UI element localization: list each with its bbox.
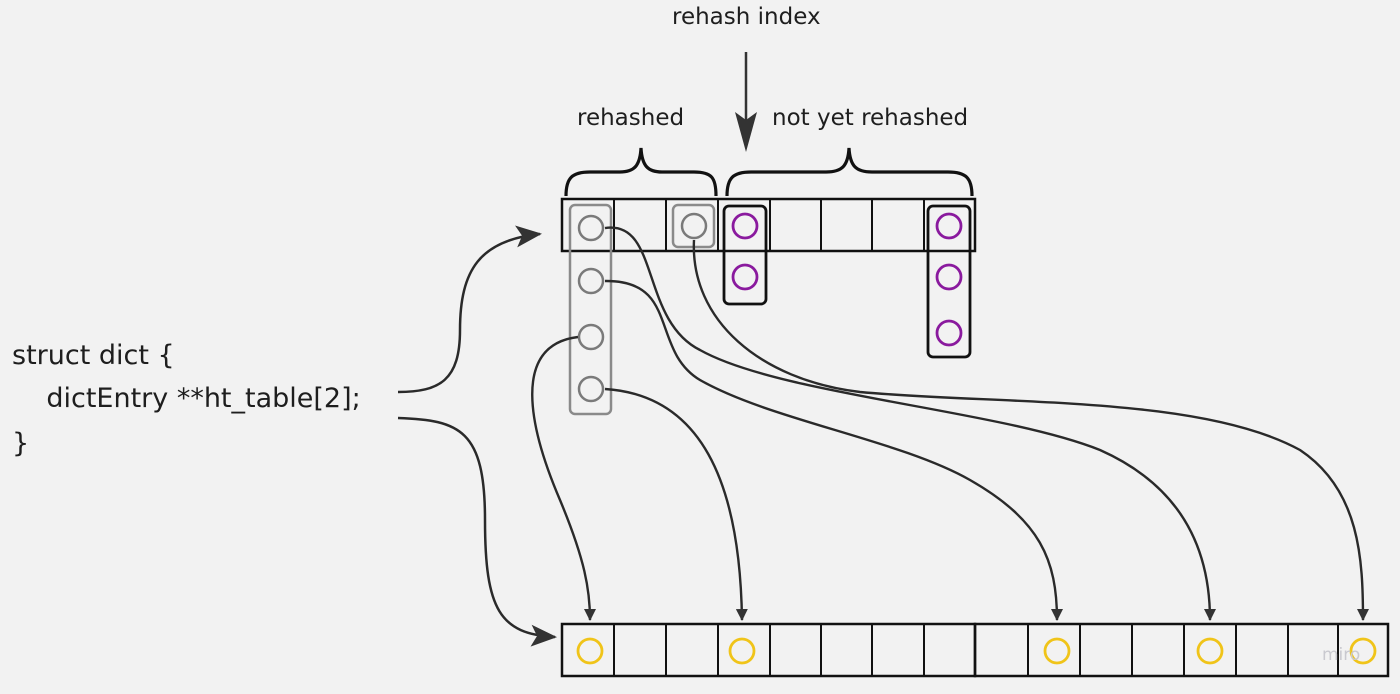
- pending-entry: [935, 212, 963, 240]
- new-table-entry: [576, 637, 604, 665]
- new-table-entry: [728, 637, 756, 665]
- new-table-entry: [1349, 637, 1377, 665]
- ht-table-field-line: dictEntry **ht_table[2];: [12, 383, 361, 414]
- new-table-entries: [576, 637, 1377, 665]
- rehashed-entry: [577, 323, 605, 351]
- migration-arrow: [604, 387, 748, 621]
- ht-table-1-pointer: [397, 416, 557, 647]
- pending-chain-bucket-3: [722, 204, 768, 306]
- rehashed-entry: [680, 212, 708, 240]
- rehashed-chain-bucket-0: [568, 203, 613, 416]
- rehashed-entry: [577, 267, 605, 295]
- not-yet-rehashed-brace: [725, 147, 974, 197]
- rehashed-brace: [564, 147, 718, 197]
- rehashed-label: rehashed: [577, 105, 685, 131]
- rehashed-entry: [577, 214, 605, 242]
- struct-close-line: }: [12, 428, 30, 459]
- new-table-entry: [1043, 637, 1071, 665]
- migration-arrow: [604, 226, 1216, 621]
- pending-entries: [731, 212, 963, 347]
- pending-chain-bucket-7: [926, 204, 972, 359]
- miro-watermark: miro: [1322, 645, 1361, 665]
- pending-entry: [731, 212, 759, 240]
- pending-entry: [731, 263, 759, 291]
- migration-arrow: [531, 335, 596, 621]
- migration-arrow: [692, 239, 1369, 621]
- rehash-index-label: rehash index: [672, 4, 821, 30]
- rehashed-entries: [577, 212, 708, 403]
- migration-arrow: [604, 279, 1063, 621]
- struct-dict-line: struct dict {: [12, 340, 175, 371]
- old-hash-table: [560, 197, 977, 253]
- rehashed-entry: [577, 375, 605, 403]
- not-yet-rehashed-label: not yet rehashed: [772, 105, 969, 131]
- migration-arrows: [531, 226, 1369, 621]
- new-table-entry: [1196, 637, 1224, 665]
- new-hash-table: [560, 622, 1390, 678]
- rehash-index-arrow: [735, 52, 757, 152]
- pending-entry: [935, 263, 963, 291]
- ht-table-0-pointer: [397, 225, 542, 394]
- pending-entry: [935, 319, 963, 347]
